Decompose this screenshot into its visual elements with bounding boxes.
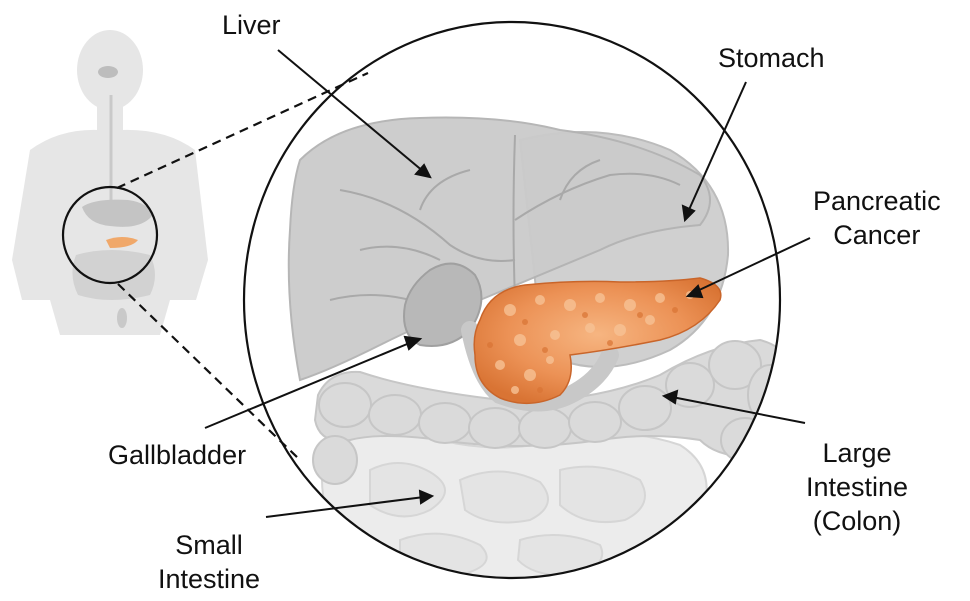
small-intestine-shape: [322, 430, 707, 585]
zoom-line-bottom: [118, 284, 300, 460]
zoomed-organs: [289, 118, 796, 586]
body-silhouette: [12, 30, 208, 335]
label-small-intestine: Small Intestine: [158, 528, 260, 596]
label-large-intestine: Large Intestine (Colon): [806, 436, 908, 538]
label-gallbladder: Gallbladder: [108, 438, 246, 472]
label-stomach: Stomach: [718, 41, 825, 75]
label-liver: Liver: [222, 8, 281, 42]
label-pancreatic-cancer: Pancreatic Cancer: [813, 184, 941, 252]
